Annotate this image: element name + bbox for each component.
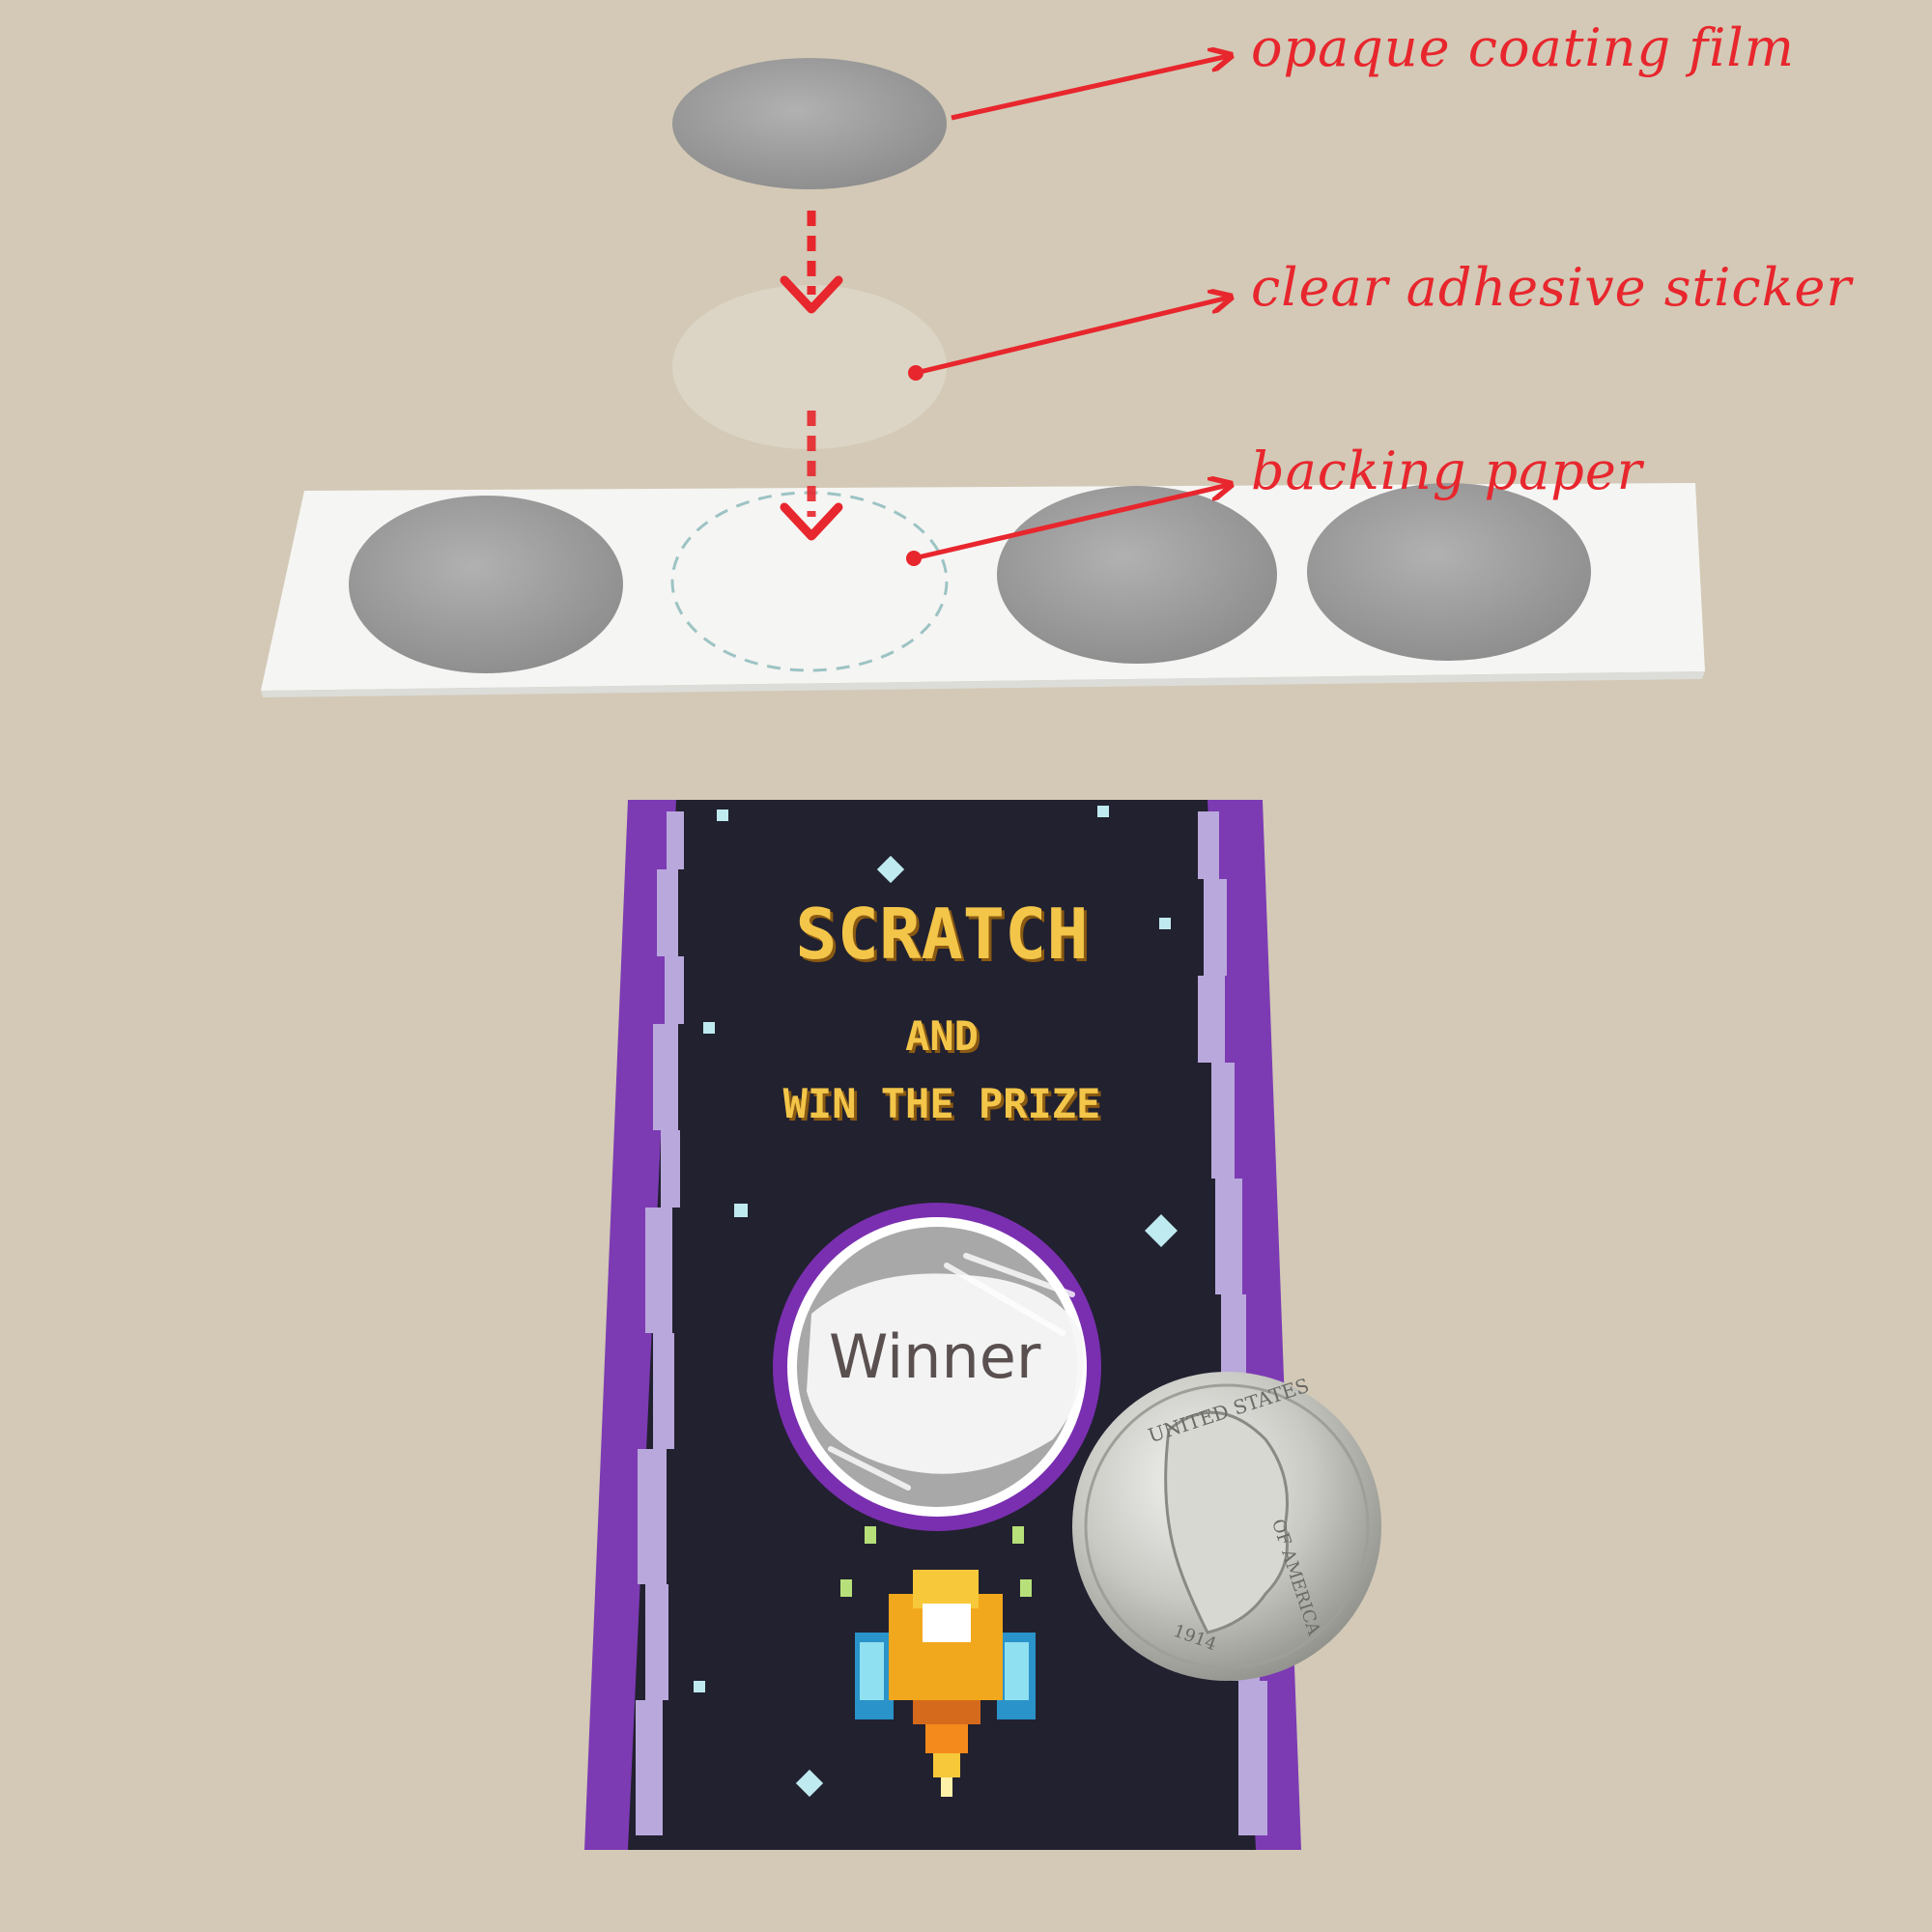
spaceship-icon: [840, 1526, 1036, 1797]
backing-coating-dot-1: [349, 496, 623, 673]
label-backing-paper: backing paper: [1251, 440, 1643, 501]
label-clear-adhesive-sticker: clear adhesive sticker: [1251, 257, 1853, 318]
opaque-coating-film: [672, 58, 947, 189]
backing-coating-dot-4: [1307, 483, 1591, 661]
scratched-reveal-area: [807, 1273, 1084, 1474]
arrow-down-icon: [780, 211, 843, 314]
clear-adhesive-sticker: [672, 285, 947, 449]
star-icon: [694, 806, 1178, 1798]
card-line-and: AND: [905, 1012, 979, 1060]
pixel-border-left: [636, 811, 684, 1835]
card-line-win-the-prize: WIN THE PRIZE: [782, 1080, 1101, 1127]
reveal-winner-text: Winner: [829, 1321, 1041, 1392]
callout-leaders: [906, 56, 1229, 566]
card-headline: SCRATCH: [795, 894, 1089, 975]
coin-icon: [1072, 1372, 1381, 1681]
backing-coating-dot-3: [997, 486, 1277, 664]
arrow-down-icon: [780, 411, 843, 541]
label-opaque-coating-film: opaque coating film: [1251, 17, 1795, 78]
